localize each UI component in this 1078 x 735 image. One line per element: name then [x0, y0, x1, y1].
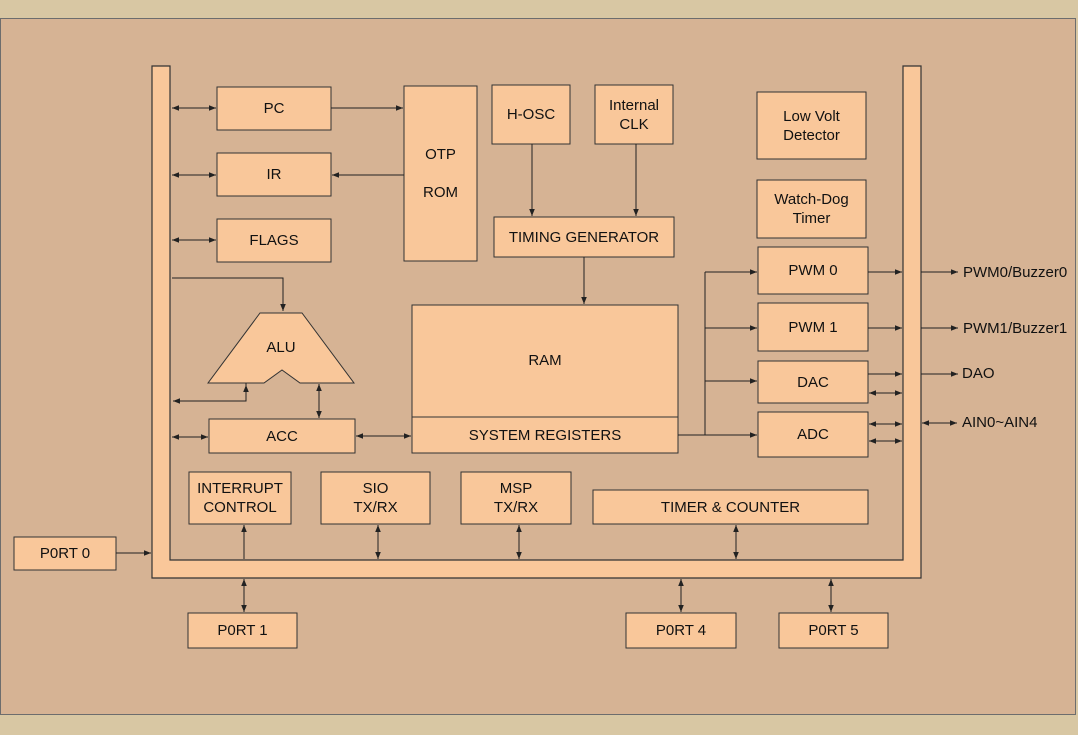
port4-label: P0RT 4	[655, 622, 707, 639]
pwm1-block	[757, 302, 869, 352]
acc-block	[208, 418, 356, 454]
pc-label: PC	[263, 100, 285, 117]
ain-signal: AIN0~AIN4	[962, 414, 1038, 431]
adc-label: ADC	[797, 426, 829, 443]
otp-rom-block	[403, 85, 478, 262]
msp-block	[460, 471, 572, 525]
port5-block	[778, 612, 889, 649]
internal-clk-block	[594, 84, 674, 145]
pc-block	[216, 86, 332, 131]
dac-label: DAC	[797, 373, 829, 391]
flags-label: FLAGS	[249, 232, 299, 249]
dac-block	[757, 360, 869, 404]
watchdog-block	[756, 179, 867, 239]
ir-label: IR	[266, 166, 282, 183]
timer-counter-block	[592, 489, 869, 525]
port4-block	[625, 612, 737, 649]
interrupt-control-label: INTERRUPT CONTROL	[197, 480, 283, 516]
pwm0-buzzer0-signal: PWM0/Buzzer0	[963, 264, 1068, 281]
hosc-block	[491, 84, 571, 145]
port1-block	[187, 612, 298, 649]
ir-block	[216, 152, 332, 197]
timer-counter-label: TIMER & COUNTER	[660, 498, 801, 516]
port0-block	[13, 536, 117, 571]
pwm0-label: PWM 0	[788, 262, 838, 279]
acc-label: ACC	[266, 427, 298, 445]
port5-label: P0RT 5	[808, 622, 859, 639]
port0-label: P0RT 0	[39, 545, 91, 562]
dao-signal: DAO	[962, 365, 995, 382]
pwm1-buzzer1-signal: PWM1/Buzzer1	[963, 320, 1068, 337]
alu-block	[207, 312, 355, 384]
ram-label: RAM	[528, 351, 562, 369]
pwm1-label: PWM 1	[788, 318, 838, 336]
alu-label: ALU	[266, 338, 296, 356]
internal-clk-label: Internal CLK	[608, 96, 660, 133]
connections	[116, 105, 958, 612]
timing-generator-label: TIMING GENERATOR	[508, 228, 660, 246]
hosc-label: H-OSC	[506, 106, 556, 123]
flags-block	[216, 218, 332, 263]
adc-block	[757, 411, 869, 458]
msp-label: MSP TX/RX	[493, 480, 539, 516]
internal-bus	[151, 65, 922, 579]
otp-rom-label: OTP ROM	[423, 146, 458, 201]
sio-block	[320, 471, 431, 525]
low-volt-block	[756, 91, 867, 160]
port1-label: P0RT 1	[217, 622, 268, 639]
system-registers-block	[411, 416, 679, 454]
low-volt-label: Low Volt Detector	[783, 107, 840, 144]
interrupt-control-block	[188, 471, 292, 525]
watchdog-label: Watch-Dog Timer	[774, 191, 849, 227]
system-registers-label: SYSTEM REGISTERS	[468, 426, 622, 444]
timing-generator-block	[493, 216, 675, 258]
sio-label: SIO TX/RX	[353, 480, 398, 516]
pwm0-block	[757, 246, 869, 295]
